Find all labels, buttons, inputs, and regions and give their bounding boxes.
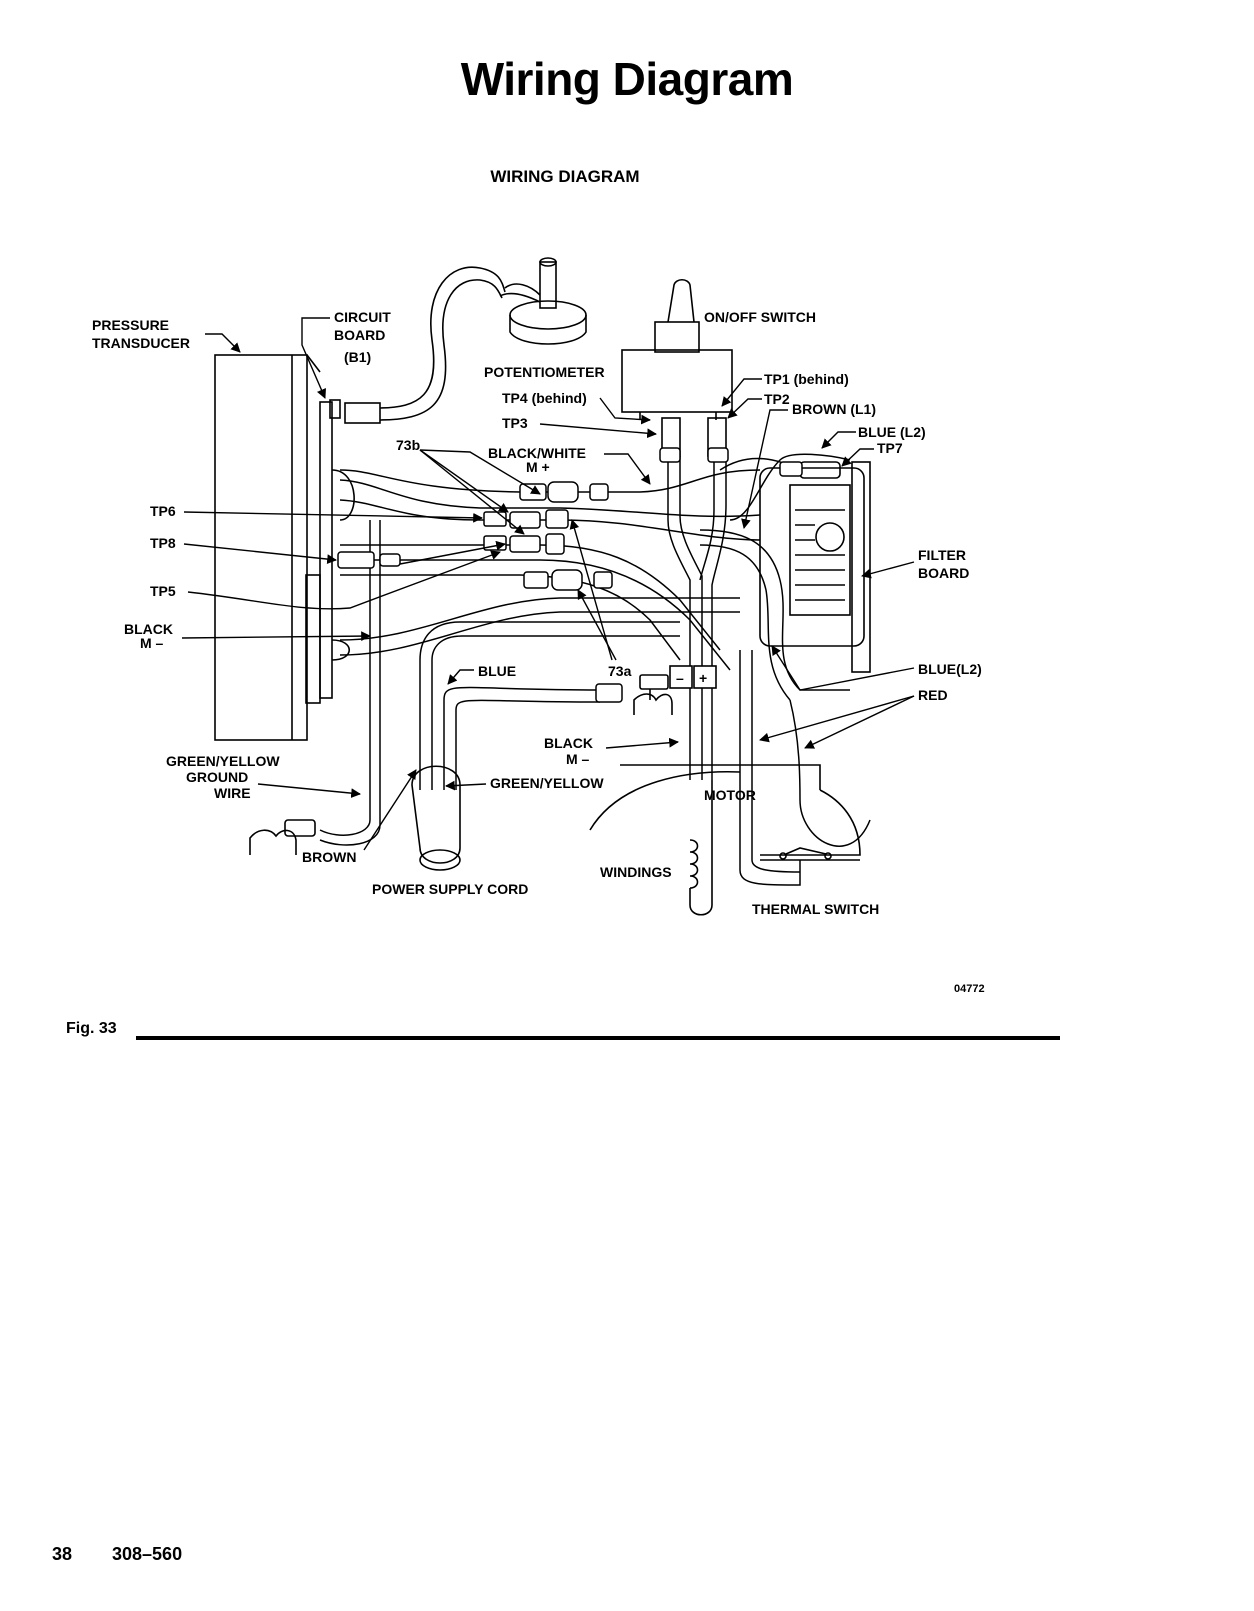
black-white-leader (604, 453, 651, 485)
tp1-leader (721, 378, 762, 407)
ground-lugs (249, 674, 673, 855)
black-m-center-leader (605, 737, 679, 749)
document-number: 308–560 (112, 1544, 183, 1564)
circuit-board (305, 399, 355, 704)
circuit-board-label-2: BOARD (334, 327, 385, 343)
label-73b-leader-3 (419, 449, 541, 495)
pressure-transducer-label-2: TRANSDUCER (92, 335, 190, 351)
green-yellow-leader (445, 780, 487, 791)
tp6-label: TP6 (150, 503, 176, 519)
thermal-switch-label: THERMAL SWITCH (752, 901, 879, 917)
filter-board-part (759, 461, 871, 673)
potentiometer-label: POTENTIOMETER (484, 364, 605, 380)
motor-part (589, 764, 861, 861)
black-m-left-label-2: M – (140, 635, 164, 651)
label-73a-leader-2 (577, 589, 617, 661)
circuit-board-label-3: (B1) (344, 349, 371, 365)
tp3-label: TP3 (502, 415, 528, 431)
motor-lead-terminals (669, 665, 717, 689)
ground-wire-label-3: WIRE (214, 785, 251, 801)
power-supply-cord-part (411, 765, 461, 871)
black-m-center-label-2: M – (566, 751, 590, 767)
wire-harness (319, 453, 871, 886)
circuit-board-label-1: CIRCUIT (334, 309, 391, 325)
filter-board-label-1: FILTER (918, 547, 966, 563)
potentiometer-cable (377, 266, 506, 409)
label-73b-leader-1 (419, 449, 509, 513)
tp7-label: TP7 (877, 440, 903, 456)
brown-l1-label: BROWN (L1) (792, 401, 876, 417)
on-off-switch-part (621, 278, 733, 457)
black-white-label-1: BLACK/WHITE (488, 445, 586, 461)
red-leader-1 (759, 695, 915, 743)
black-m-left-leader (181, 631, 371, 641)
label-73a: 73a (608, 663, 632, 679)
power-supply-cord-label: POWER SUPPLY CORD (372, 881, 528, 897)
label-73b: 73b (396, 437, 420, 453)
blue-l2-right-label: BLUE(L2) (918, 661, 982, 677)
tp2-leader (727, 398, 762, 419)
black-white-label-2: M + (526, 459, 550, 475)
red-leader-2 (804, 695, 915, 749)
label-73a-leader-1 (569, 519, 613, 661)
brown-leader (363, 769, 417, 851)
tp1-label: TP1 (behind) (764, 371, 849, 387)
motor-label: MOTOR (704, 787, 756, 803)
green-yellow-label: GREEN/YELLOW (490, 775, 604, 791)
windings-coil (689, 780, 713, 916)
brown-label: BROWN (302, 849, 356, 865)
tp4-label: TP4 (behind) (502, 390, 587, 406)
tp7-leader (841, 448, 874, 467)
thermal-switch-part (779, 847, 832, 860)
minus-terminal-symbol: – (676, 670, 684, 686)
windings-label: WINDINGS (600, 864, 672, 880)
tp4-leader (599, 397, 651, 425)
blue-l2-top-label: BLUE (L2) (858, 424, 926, 440)
circuit-board-leader (301, 317, 330, 399)
filter-board-leader (861, 561, 915, 579)
blue-leader (447, 669, 474, 685)
red-label: RED (918, 687, 948, 703)
ground-wire-label-2: GROUND (186, 769, 248, 785)
tp5-leader (187, 550, 501, 610)
board-connector (344, 402, 381, 424)
pressure-transducer (214, 354, 321, 741)
on-off-switch-label: ON/OFF SWITCH (704, 309, 816, 325)
plus-terminal-symbol: + (699, 670, 707, 686)
black-m-left-label-1: BLACK (124, 621, 173, 637)
page-title: Wiring Diagram (460, 53, 794, 105)
tp5-label: TP5 (150, 583, 176, 599)
pressure-transducer-leader (205, 333, 241, 353)
potentiometer-cable-inner (377, 279, 503, 421)
diagram-title: WIRING DIAGRAM (490, 167, 640, 186)
tp3-leader (539, 423, 657, 439)
pressure-transducer-label-1: PRESSURE (92, 317, 169, 333)
ground-wire-leader (257, 783, 361, 799)
potentiometer-part (499, 257, 587, 345)
tp8-label: TP8 (150, 535, 176, 551)
blue-l2-top-leader (821, 431, 856, 449)
figure-label: Fig. 33 (66, 1020, 117, 1037)
black-m-center-label-1: BLACK (544, 735, 593, 751)
filter-board-label-2: BOARD (918, 565, 969, 581)
page-number: 38 (52, 1544, 73, 1564)
blue-l2-right-leader (771, 645, 915, 691)
brown-l1-leader (741, 409, 788, 529)
tp6-leader (183, 511, 483, 523)
figure-rule (136, 1036, 1060, 1040)
drawing-number: 04772 (954, 983, 985, 995)
label-73b-leader-2 (419, 449, 525, 535)
ground-wire-label-1: GREEN/YELLOW (166, 753, 280, 769)
tp8-leader-2 (399, 540, 506, 565)
blue-label: BLUE (478, 663, 516, 679)
tp8-leader (183, 543, 337, 564)
tp2-label: TP2 (764, 391, 790, 407)
